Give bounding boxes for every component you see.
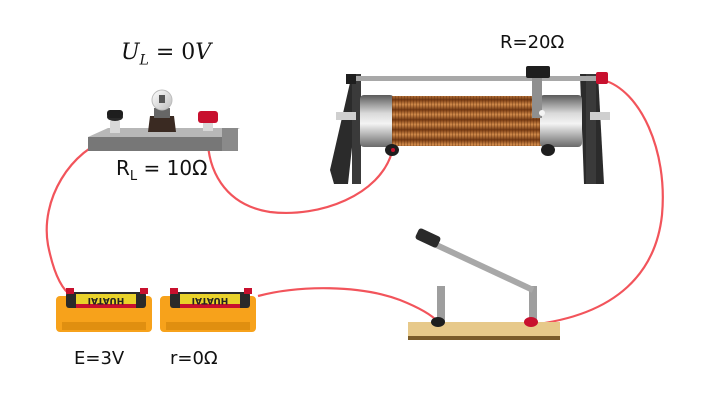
rheostat-left-cap bbox=[360, 95, 394, 147]
battery-2-terminal[interactable] bbox=[170, 288, 178, 294]
switch-handle[interactable] bbox=[415, 227, 442, 248]
wire-lamp-to-rheostat bbox=[206, 127, 394, 214]
rheostat-coil bbox=[392, 96, 542, 146]
switch-base-edge bbox=[408, 336, 560, 340]
battery-1-terminal-2[interactable] bbox=[140, 288, 148, 294]
lamp-board-top bbox=[88, 128, 240, 137]
load-voltage-label: UL = 0V bbox=[121, 40, 212, 69]
knife-switch bbox=[408, 227, 560, 340]
switch-black-terminal[interactable] bbox=[431, 317, 445, 327]
wires bbox=[45, 78, 664, 327]
rheostat-black-terminal-left[interactable] bbox=[385, 144, 399, 156]
battery-1-terminal[interactable] bbox=[66, 288, 74, 294]
battery-2-brand: HUATAI bbox=[192, 295, 229, 305]
slider-contact[interactable] bbox=[526, 66, 550, 118]
black-terminal-icon[interactable] bbox=[107, 110, 123, 133]
switch-jaw bbox=[437, 286, 445, 322]
emf-label: E=3V bbox=[74, 348, 125, 369]
wire-rheostat-to-switch bbox=[529, 78, 664, 327]
lamp-bulb-icon bbox=[148, 89, 176, 132]
switch-base bbox=[408, 322, 560, 336]
battery-1 bbox=[56, 288, 152, 332]
axle-left bbox=[336, 112, 356, 120]
rheostat-label: R=20Ω bbox=[500, 32, 565, 53]
rheostat-right-post bbox=[586, 74, 596, 184]
lamp-board-side bbox=[222, 128, 238, 151]
rheostat bbox=[330, 66, 610, 184]
switch-hinge bbox=[529, 286, 537, 322]
battery-pack: HUATAI HUATAI bbox=[56, 288, 256, 332]
slider-rod bbox=[346, 76, 604, 81]
battery-2 bbox=[160, 288, 256, 332]
load-resistance-label: RL = 10Ω bbox=[116, 156, 208, 184]
rheostat-right-cap bbox=[540, 95, 582, 147]
red-terminal-icon[interactable] bbox=[198, 111, 218, 131]
rheostat-black-terminal-right[interactable] bbox=[541, 144, 555, 156]
lamp-board-front bbox=[88, 137, 238, 151]
rheostat-left-post bbox=[352, 74, 361, 184]
switch-blade[interactable] bbox=[428, 239, 535, 293]
axle-right bbox=[590, 112, 610, 120]
battery-2-terminal-2[interactable] bbox=[244, 288, 252, 294]
battery-1-brand: HUATAI bbox=[88, 295, 125, 305]
rheostat-red-terminal[interactable] bbox=[346, 72, 608, 84]
switch-red-terminal[interactable] bbox=[524, 317, 538, 327]
wire-lamp-to-battery bbox=[45, 135, 114, 297]
load-lamp-board bbox=[88, 89, 240, 151]
wire-battery-to-switch bbox=[257, 287, 439, 323]
internal-resistance-label: r=0Ω bbox=[170, 348, 218, 369]
